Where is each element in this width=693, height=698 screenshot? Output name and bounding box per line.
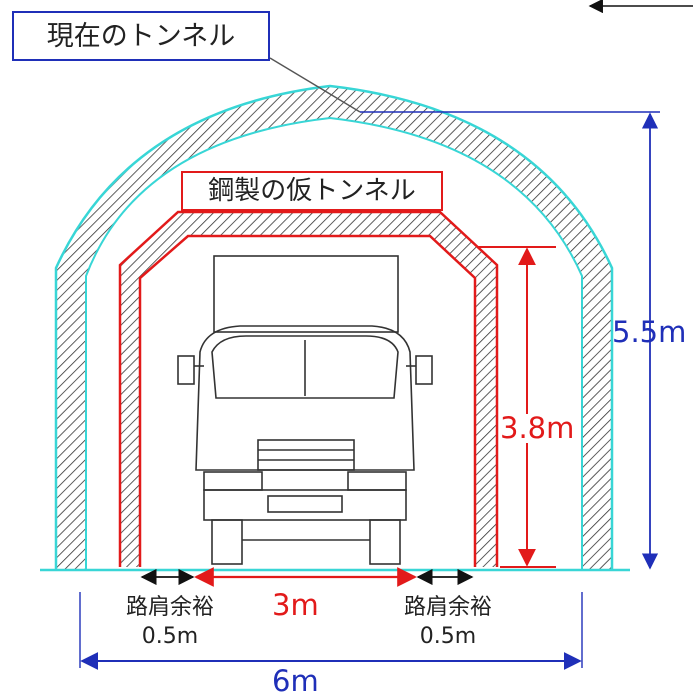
existing-tunnel-inner-outline bbox=[85, 116, 583, 570]
current-tunnel-leader bbox=[269, 57, 361, 113]
shoulder-left-width: 0.5m bbox=[141, 623, 199, 649]
lane-width-label: 3m bbox=[272, 588, 319, 622]
current-tunnel-label: 現在のトンネル bbox=[12, 11, 270, 61]
steel-tunnel-label: 鋼製の仮トンネル bbox=[181, 171, 443, 211]
inner-height-label: 3.8m bbox=[500, 411, 575, 445]
shoulder-left-label: 路肩余裕 0.5m bbox=[100, 594, 240, 651]
existing-tunnel-outline bbox=[54, 84, 614, 570]
truck-illustration bbox=[177, 255, 433, 565]
shoulder-right-label: 路肩余裕 0.5m bbox=[378, 594, 518, 651]
shoulder-right-title: 路肩余裕 bbox=[403, 595, 492, 620]
steel-tunnel-outline bbox=[118, 210, 499, 567]
outer-height-label: 5.5m bbox=[612, 315, 687, 349]
shoulder-left-title: 路肩余裕 bbox=[125, 595, 214, 620]
steel-tunnel-lining bbox=[120, 212, 497, 567]
shoulder-right-width: 0.5m bbox=[419, 623, 477, 649]
total-width-label: 6m bbox=[272, 664, 319, 698]
